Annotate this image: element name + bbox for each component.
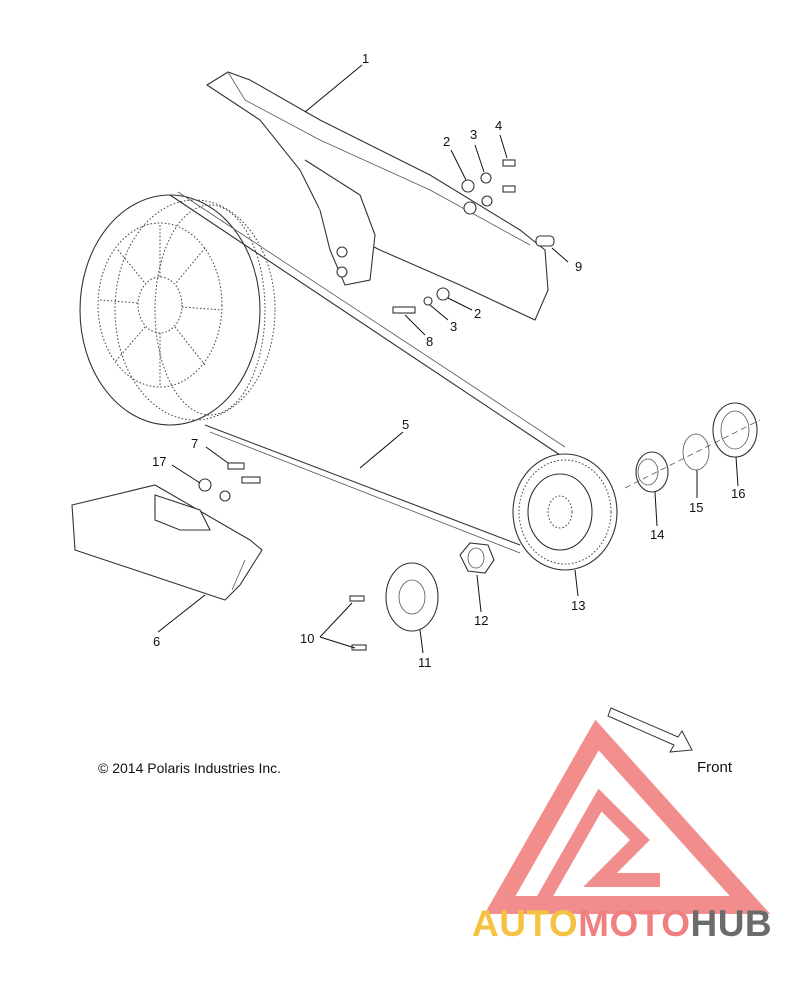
callout-2a: 2 <box>443 134 450 149</box>
fasteners-drawing <box>198 159 555 651</box>
callout-3a: 3 <box>470 127 477 142</box>
drive-belt-drawing <box>169 191 566 554</box>
callout-4: 4 <box>495 118 502 133</box>
callout-3b: 3 <box>450 319 457 334</box>
callout-15: 15 <box>689 500 703 515</box>
logo-part-hub: HUB <box>690 903 773 944</box>
callout-9: 9 <box>575 259 582 274</box>
logo-triangle-icon <box>484 719 771 914</box>
front-label: Front <box>697 759 733 776</box>
callout-14: 14 <box>650 527 664 542</box>
rear-pulley-drawing <box>79 194 276 426</box>
logo-part-moto: MOTO <box>578 903 691 944</box>
callout-5: 5 <box>402 417 409 432</box>
callout-13: 13 <box>571 598 585 613</box>
brand-logo: AUTOMOTOHUB <box>472 903 772 945</box>
callout-17: 17 <box>152 454 166 469</box>
belt-guard-drawing <box>205 71 549 321</box>
front-sprocket-drawing <box>512 453 618 571</box>
lower-guard-drawing <box>71 484 263 601</box>
callout-1: 1 <box>362 51 369 66</box>
callout-8: 8 <box>426 334 433 349</box>
nut-retainer-drawing <box>385 542 495 632</box>
callout-11: 11 <box>418 655 432 670</box>
logo-part-auto: AUTO <box>472 903 579 944</box>
copyright-text: © 2014 Polaris Industries Inc. <box>98 760 282 776</box>
callout-6: 6 <box>153 634 160 649</box>
callout-2b: 2 <box>474 306 481 321</box>
front-arrow-icon <box>607 707 693 753</box>
callout-16: 16 <box>731 486 745 501</box>
leader-lines <box>157 64 739 654</box>
callout-10: 10 <box>300 631 314 646</box>
callout-7: 7 <box>191 436 198 451</box>
callout-12: 12 <box>474 613 488 628</box>
bearing-parts-drawing <box>624 402 761 493</box>
